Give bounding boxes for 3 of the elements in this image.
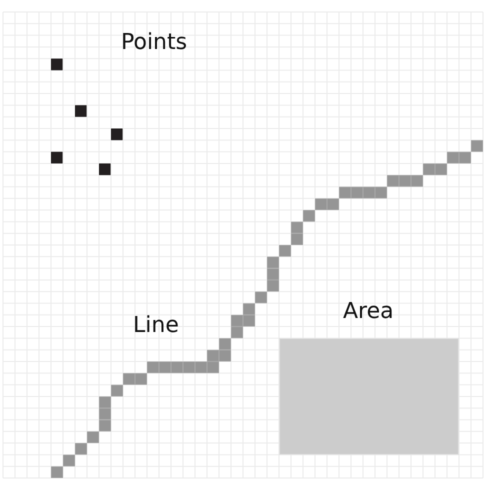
feature-label: Line	[133, 313, 179, 339]
feature-label: Points	[121, 30, 188, 56]
area-label: Area	[343, 299, 394, 326]
